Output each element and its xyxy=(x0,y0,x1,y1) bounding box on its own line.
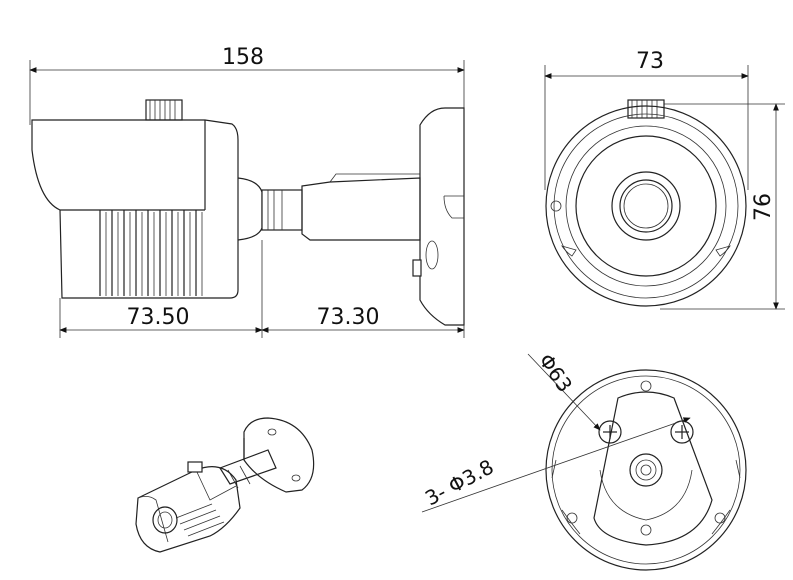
isometric-view xyxy=(135,417,315,553)
dim-label-73-50: 73.50 xyxy=(127,305,190,330)
dim-label-73-30: 73.30 xyxy=(317,305,380,330)
mount-hole-top xyxy=(640,380,652,392)
screw-right xyxy=(670,420,694,444)
dim-label-76: 76 xyxy=(751,193,776,221)
iso-base-plate xyxy=(243,417,315,493)
lens-inner xyxy=(619,179,673,233)
dim-label-73: 73 xyxy=(636,49,664,74)
cooling-fins xyxy=(99,210,203,296)
lens-outer-ring xyxy=(611,171,681,241)
front-view: 73 76 xyxy=(544,49,785,310)
mount-hole-right xyxy=(714,512,726,524)
side-view: 158 xyxy=(29,45,465,338)
mounting-plate xyxy=(593,391,713,546)
dim-label-158: 158 xyxy=(222,45,264,70)
mount-bracket-side xyxy=(261,107,465,326)
front-adjust-knob xyxy=(627,99,665,119)
dim-label-phi63: Φ63 xyxy=(534,349,577,397)
center-cable-hole xyxy=(629,453,663,487)
dim-label-screw-holes: 3- Φ3.8 xyxy=(421,455,497,511)
camera-housing-side xyxy=(31,119,239,299)
iso-camera-body xyxy=(135,466,241,553)
iso-bracket-arm xyxy=(219,449,277,485)
base-plate-side xyxy=(419,107,465,326)
mount-hole-left xyxy=(566,512,578,524)
base-outer-circle xyxy=(545,369,747,571)
leader-screw-holes xyxy=(421,417,691,513)
mount-base-view: Φ63 3- Φ3.8 xyxy=(421,349,747,571)
screw-left xyxy=(598,420,622,444)
leader-phi63 xyxy=(527,353,601,431)
front-housing-outer xyxy=(545,105,747,307)
adjust-knob xyxy=(145,99,183,121)
iso-lens xyxy=(152,506,178,534)
